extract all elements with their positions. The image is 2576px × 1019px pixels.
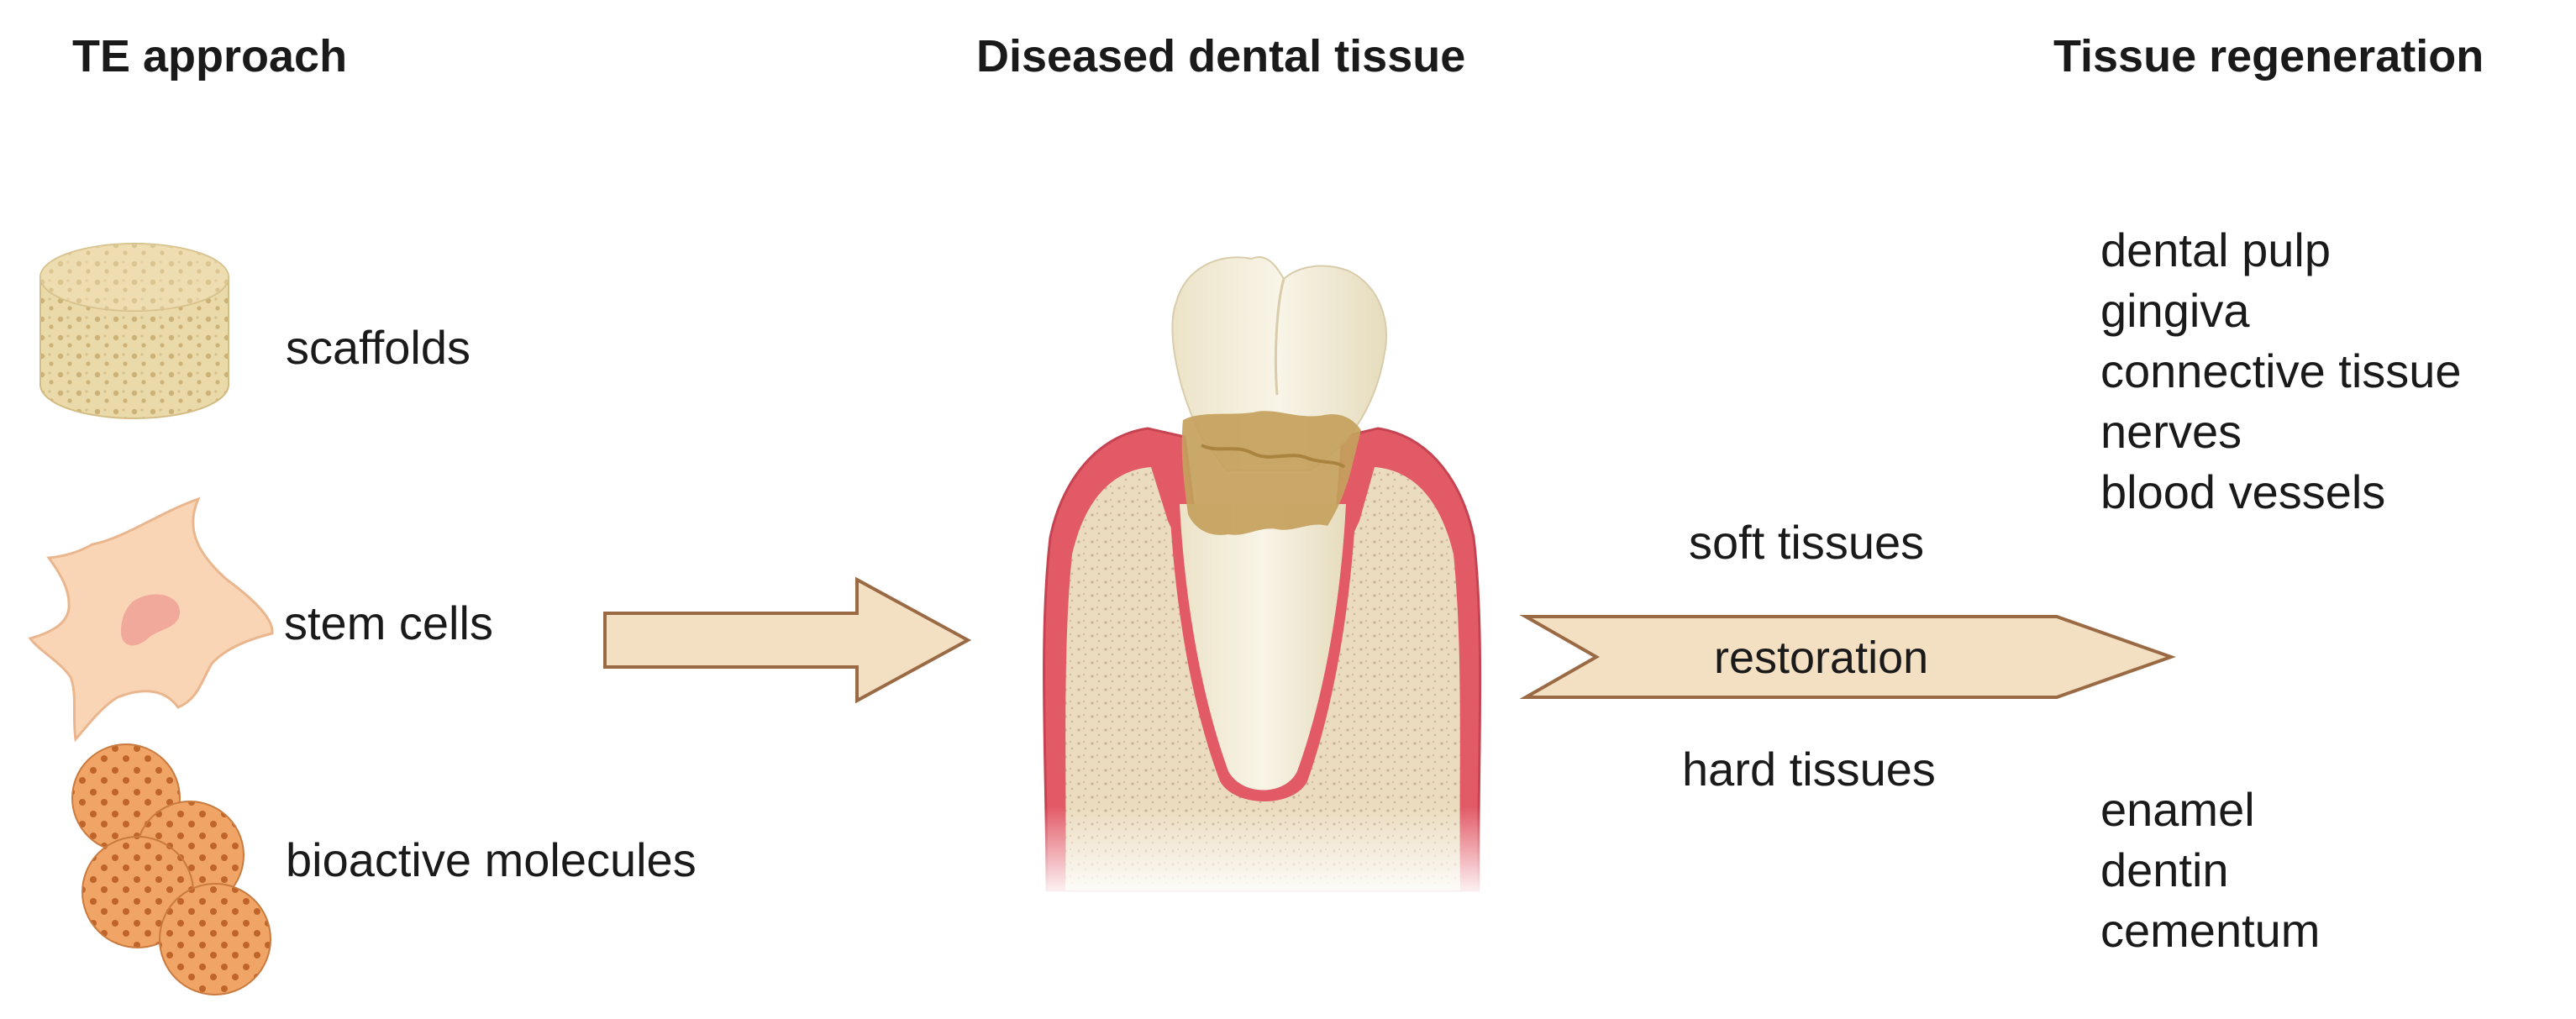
label-stem-cells: stem cells — [284, 596, 493, 649]
soft-tissue-list: dental pulp gingiva connective tissue ne… — [2100, 220, 2462, 523]
bioactive-molecules-icon — [71, 743, 271, 995]
label-restoration: restoration — [1714, 633, 1929, 683]
label-soft-tissues: soft tissues — [1689, 516, 1925, 569]
input-arrow — [603, 576, 972, 704]
label-scaffolds: scaffolds — [286, 321, 471, 374]
hard-tissue-item: dentin — [2100, 843, 2229, 896]
soft-tissue-item: blood vessels — [2100, 465, 2386, 518]
heading-tissue-regeneration: Tissue regeneration — [2053, 31, 2484, 81]
stem-cell-icon — [28, 496, 274, 743]
soft-tissue-item: connective tissue — [2100, 344, 2462, 397]
hard-tissue-item: cementum — [2100, 904, 2321, 957]
soft-tissue-item: nerves — [2100, 405, 2242, 458]
scaffold-cylinder-icon — [39, 243, 229, 419]
soft-tissue-item: dental pulp — [2100, 223, 2332, 276]
hard-tissue-list: enamel dentin cementum — [2100, 780, 2320, 961]
label-bioactive-molecules: bioactive molecules — [286, 833, 697, 886]
heading-diseased-dental-tissue: Diseased dental tissue — [976, 31, 1466, 81]
soft-tissue-item: gingiva — [2100, 284, 2250, 337]
heading-te-approach: TE approach — [72, 31, 348, 81]
hard-tissue-item: enamel — [2100, 783, 2255, 836]
tooth-illustration — [1025, 256, 1496, 899]
label-hard-tissues: hard tissues — [1682, 743, 1936, 796]
restoration-arrow — [1519, 615, 2177, 699]
